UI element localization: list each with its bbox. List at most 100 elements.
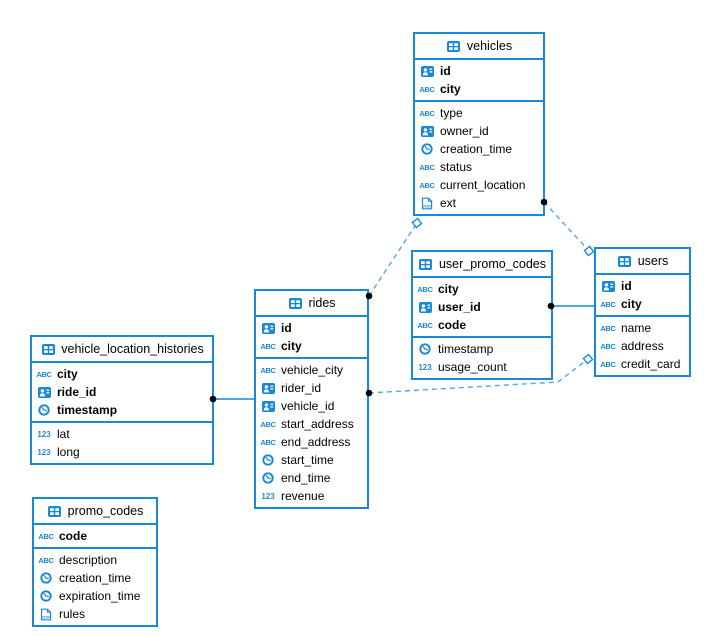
table-title: promo_codes: [67, 504, 144, 518]
relation-vehicles-users[interactable]: [540, 198, 595, 257]
table-header[interactable]: user_promo_codes: [413, 252, 551, 278]
key-column-row-id[interactable]: id: [415, 62, 543, 80]
column-label: revenue: [281, 489, 325, 503]
relation-vehicle_location_histories-rides[interactable]: [209, 395, 255, 403]
svg-text:JSON: JSON: [423, 204, 433, 208]
key-column-row-user_id[interactable]: user_id: [413, 298, 551, 316]
column-label: city: [621, 297, 642, 311]
column-label: credit_card: [621, 357, 681, 371]
svg-text:JSON: JSON: [42, 615, 52, 619]
column-label: timestamp: [438, 342, 494, 356]
table-header[interactable]: vehicles: [415, 34, 543, 60]
table-header[interactable]: rides: [256, 291, 367, 317]
key-column-row-id[interactable]: id: [256, 319, 367, 337]
column-row-creation_time[interactable]: creation_time: [34, 569, 156, 587]
abc-icon: ABC: [417, 284, 433, 294]
user-icon: [419, 125, 435, 137]
table-icon: [617, 255, 633, 267]
key-column-row-ride_id[interactable]: ride_id: [32, 383, 212, 401]
column-label: vehicle_city: [281, 363, 344, 377]
column-label: address: [621, 339, 664, 353]
column-row-ext[interactable]: JSON ext: [415, 194, 543, 212]
key-column-row-timestamp[interactable]: timestamp: [32, 401, 212, 419]
column-row-end_time[interactable]: end_time: [256, 469, 367, 487]
abc-icon: ABC: [38, 555, 54, 565]
relation-line[interactable]: [543, 201, 590, 252]
column-label: name: [621, 321, 652, 335]
column-label: long: [57, 445, 80, 459]
column-label: start_time: [281, 453, 334, 467]
user-icon: [36, 386, 52, 398]
abc-icon: ABC: [600, 341, 616, 351]
column-row-start_time[interactable]: start_time: [256, 451, 367, 469]
column-label: code: [59, 529, 88, 543]
key-column-row-id[interactable]: id: [596, 277, 689, 295]
column-row-timestamp[interactable]: timestamp: [413, 340, 551, 358]
clock-icon: [417, 343, 433, 355]
abc-icon: ABC: [36, 369, 52, 379]
column-row-revenue[interactable]: 123 revenue: [256, 487, 367, 505]
column-label: id: [440, 64, 451, 78]
table-title: user_promo_codes: [438, 257, 546, 271]
table-title: vehicles: [466, 39, 513, 53]
column-label: expiration_time: [59, 589, 141, 603]
column-row-rider_id[interactable]: rider_id: [256, 379, 367, 397]
column-row-expiration_time[interactable]: expiration_time: [34, 587, 156, 605]
clock-icon: [36, 404, 52, 416]
column-label: end_time: [281, 471, 331, 485]
table-header[interactable]: promo_codes: [34, 499, 156, 525]
clock-icon: [419, 143, 435, 155]
relation-line[interactable]: [368, 222, 418, 297]
column-row-owner_id[interactable]: owner_id: [415, 122, 543, 140]
relation-user_promo_codes-users[interactable]: [547, 302, 595, 310]
column-label: end_address: [281, 435, 351, 449]
json-icon: JSON: [419, 197, 435, 210]
column-row-creation_time[interactable]: creation_time: [415, 140, 543, 158]
table-icon: [418, 258, 434, 270]
abc-icon: ABC: [417, 320, 433, 330]
table-header[interactable]: users: [596, 249, 689, 275]
user-icon: [260, 382, 276, 394]
column-label: current_location: [440, 178, 526, 192]
column-label: status: [440, 160, 473, 174]
column-label: lat: [57, 427, 70, 441]
column-row-vehicle_id[interactable]: vehicle_id: [256, 397, 367, 415]
123-icon: 123: [261, 491, 275, 501]
column-label: timestamp: [57, 403, 118, 417]
abc-icon: ABC: [260, 419, 276, 429]
column-row-address[interactable]: ABC address: [596, 337, 689, 355]
column-label: ext: [440, 196, 457, 210]
table-header[interactable]: vehicle_location_histories: [32, 337, 212, 363]
